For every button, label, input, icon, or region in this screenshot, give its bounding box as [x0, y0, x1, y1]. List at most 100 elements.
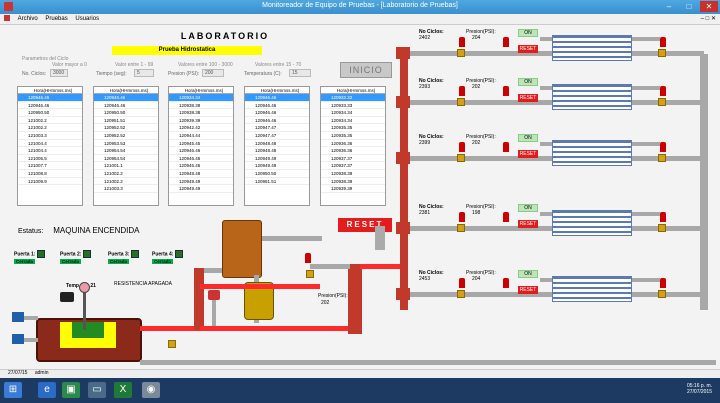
list-item[interactable]: 120944.44 [169, 132, 233, 140]
station-reset-button[interactable]: RESET [518, 45, 538, 53]
menu-archivo[interactable]: Archivo [17, 16, 38, 22]
list-item[interactable]: 120951.51 [245, 178, 309, 186]
list-item[interactable]: 121004.4 [18, 140, 82, 148]
list-item[interactable]: 120937.37 [321, 155, 385, 163]
list-item[interactable]: 120945.45 [169, 140, 233, 148]
minimize-button[interactable]: – [666, 2, 672, 11]
list-item[interactable]: 120946.46 [94, 94, 158, 102]
list-item[interactable]: 120949.49 [245, 162, 309, 170]
list-item[interactable]: 121004.4 [18, 147, 82, 155]
list-item[interactable]: 120935.35 [321, 132, 385, 140]
list-item[interactable]: 121005.5 [18, 155, 82, 163]
list-item[interactable]: 121009.9 [18, 178, 82, 186]
maximize-button[interactable]: □ [686, 2, 692, 11]
list-item[interactable]: 120950.50 [94, 109, 158, 117]
station-on-button[interactable]: ON [518, 78, 538, 86]
list-item[interactable]: 120951.51 [94, 117, 158, 125]
station-on-button[interactable]: ON [518, 134, 538, 142]
list-item[interactable]: 120947.47 [245, 132, 309, 140]
temperatura-input[interactable]: 15 [289, 69, 311, 77]
hint-valores-2: Valores entre 100 - 3000 [178, 62, 233, 68]
list-item[interactable]: 120948.48 [245, 140, 309, 148]
no-ciclos-input[interactable]: 3000 [50, 69, 68, 77]
list-item[interactable]: 121003.3 [18, 132, 82, 140]
list-item[interactable]: 120946.46 [245, 109, 309, 117]
list-item[interactable]: 120949.49 [169, 185, 233, 193]
station-reset-button[interactable]: RESET [518, 286, 538, 294]
list-item[interactable]: 120946.46 [169, 155, 233, 163]
station-elbow [396, 47, 410, 59]
list-item[interactable]: 120952.52 [94, 124, 158, 132]
ie-icon[interactable]: e [38, 382, 56, 398]
store-icon[interactable]: ▣ [62, 382, 80, 398]
list-item[interactable]: 120937.37 [321, 162, 385, 170]
list-item[interactable]: 120939.39 [169, 117, 233, 125]
station-reset-button[interactable]: RESET [518, 94, 538, 102]
list-item[interactable]: 120946.46 [245, 102, 309, 110]
inicio-button[interactable]: INICIO [340, 62, 392, 78]
list-item[interactable]: 120950.50 [245, 170, 309, 178]
list-item[interactable]: 120950.50 [18, 109, 82, 117]
list-item[interactable]: 120954.54 [94, 155, 158, 163]
list-item[interactable]: 120946.46 [94, 102, 158, 110]
list-item[interactable]: 120934.34 [321, 109, 385, 117]
mdi-controls[interactable]: – □ ✕ [700, 16, 716, 22]
list-item[interactable]: 120946.46 [18, 102, 82, 110]
tiempo-input[interactable]: 5 [134, 69, 154, 77]
close-button[interactable]: ✕ [700, 1, 718, 12]
list-item[interactable]: 121007.7 [18, 162, 82, 170]
excel-icon[interactable]: X [114, 382, 132, 398]
list-item[interactable]: 120946.46 [169, 162, 233, 170]
list-item[interactable]: 120936.36 [321, 147, 385, 155]
list-item[interactable]: 120936.36 [321, 140, 385, 148]
list-item[interactable]: 120932.32 [321, 94, 385, 102]
list-item[interactable]: 120946.46 [245, 94, 309, 102]
list-item[interactable]: 120938.38 [321, 170, 385, 178]
app-taskbar-icon[interactable]: ◉ [142, 382, 160, 398]
list-item[interactable]: 121002.2 [18, 124, 82, 132]
list-item[interactable]: 121002.2 [94, 170, 158, 178]
list-item[interactable]: 120952.52 [94, 132, 158, 140]
station-reset-button[interactable]: RESET [518, 220, 538, 228]
list-item[interactable]: 120946.46 [18, 94, 82, 102]
list-item[interactable]: 120933.33 [321, 102, 385, 110]
list-item[interactable]: 121001.1 [94, 162, 158, 170]
list-item[interactable]: 120949.49 [169, 178, 233, 186]
list-item[interactable]: 120946.46 [245, 117, 309, 125]
list-item[interactable]: 120938.38 [169, 109, 233, 117]
list-item[interactable]: 120934.34 [169, 94, 233, 102]
list-item[interactable]: 121003.3 [94, 185, 158, 193]
list-item[interactable]: 120939.39 [321, 185, 385, 193]
list-item[interactable]: 120948.48 [169, 170, 233, 178]
list-item[interactable]: 120935.35 [321, 124, 385, 132]
start-icon[interactable]: ⊞ [4, 382, 22, 398]
station-on-button[interactable]: ON [518, 29, 538, 37]
puerta-3-indicator [131, 250, 140, 258]
explorer-icon[interactable]: ▭ [88, 382, 106, 398]
menu-pruebas[interactable]: Pruebas [45, 16, 68, 22]
list-item[interactable]: 120947.47 [245, 124, 309, 132]
list-item[interactable]: 120953.53 [94, 140, 158, 148]
station-reset-button[interactable]: RESET [518, 150, 538, 158]
list-item[interactable]: 120934.34 [321, 117, 385, 125]
station-on-button[interactable]: ON [518, 204, 538, 212]
list-item[interactable]: 120948.48 [245, 147, 309, 155]
list-item[interactable]: 121002.2 [94, 178, 158, 186]
list-item[interactable]: 120949.49 [245, 155, 309, 163]
menu-usuarios[interactable]: Usuarios [75, 16, 100, 22]
list-item[interactable]: 120938.38 [321, 178, 385, 186]
list-item[interactable]: 120938.38 [169, 102, 233, 110]
list-item[interactable]: 121002.2 [18, 117, 82, 125]
list-item[interactable]: 120946.46 [169, 147, 233, 155]
station-relief-icon [660, 278, 666, 288]
list-item[interactable]: 120954.54 [94, 147, 158, 155]
list-item[interactable]: 121008.8 [18, 170, 82, 178]
station-on-button[interactable]: ON [518, 270, 538, 278]
presion-input[interactable]: 200 [202, 69, 224, 77]
list-item[interactable]: 120942.42 [169, 124, 233, 132]
